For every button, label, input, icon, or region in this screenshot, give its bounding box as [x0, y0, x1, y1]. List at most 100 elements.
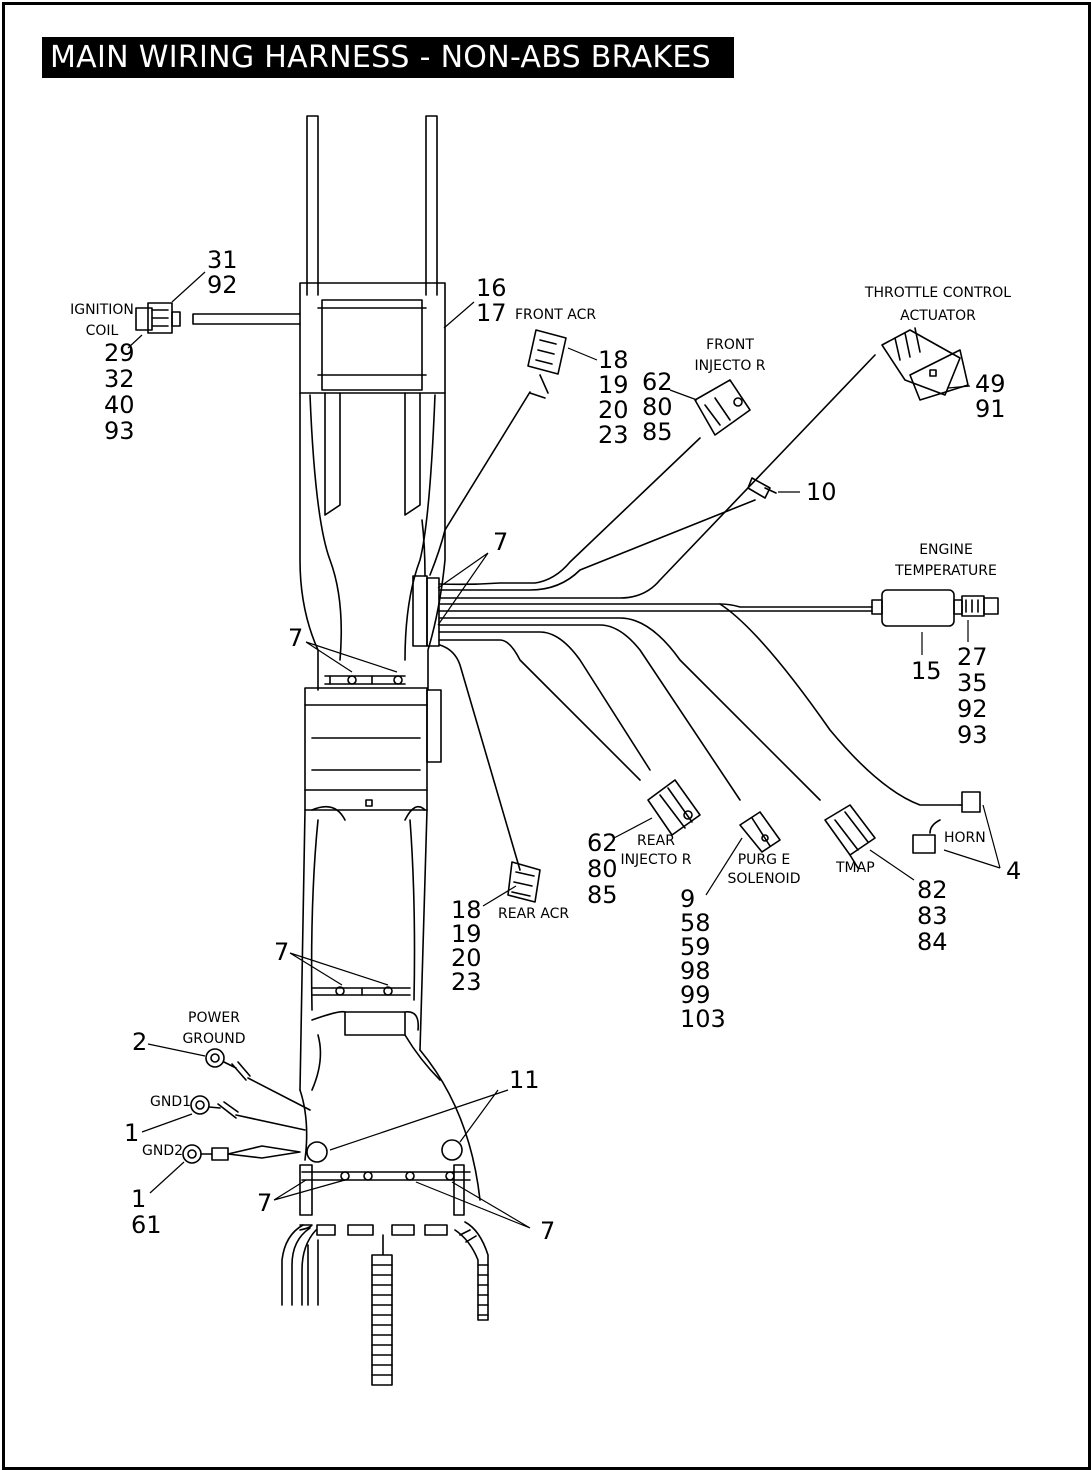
diagram-title: MAIN WIRING HARNESS - NON-ABS BRAKES [42, 37, 734, 78]
callout-number: 1 [131, 1185, 147, 1213]
callout-number: 19 [451, 920, 482, 948]
label-front-acr: FRONT ACR [515, 307, 597, 323]
callout-number: 59 [680, 933, 711, 961]
leader-lines [127, 271, 1001, 1229]
callout-number: 103 [680, 1005, 726, 1033]
callout-15: 15 [911, 659, 942, 684]
frame-rails [299, 115, 481, 1201]
callout-number: 7 [274, 938, 290, 966]
label-throttle-control-actuator: THROTTLE CONTROL ACTUATOR [864, 285, 1012, 324]
callout-number: 83 [917, 902, 948, 930]
callout-number: 7 [257, 1189, 273, 1217]
callout-number: 27 [957, 643, 988, 671]
label-ignition-coil: IGNITION COIL [70, 302, 134, 339]
callout-2: 2 [132, 1030, 147, 1055]
callout-7-top: 7 [493, 530, 508, 555]
callout-number: 99 [680, 981, 711, 1009]
callout-number: 2 [132, 1028, 148, 1056]
rear-injector-connector [647, 779, 701, 836]
callout-number: 23 [598, 421, 629, 449]
label-rear-injector: REAR INJECTO R [620, 833, 692, 868]
tmap-sensor [824, 804, 876, 869]
callout-10: 10 [806, 480, 837, 505]
callout-number: 29 [104, 339, 135, 367]
callout-number: 32 [104, 365, 135, 393]
callout-number: 61 [131, 1211, 162, 1239]
label-power-ground: POWER GROUND [182, 1010, 246, 1047]
callout-number: 58 [680, 909, 711, 937]
label-gnd1: GND1 [150, 1094, 192, 1110]
callout-number: 18 [598, 346, 629, 374]
callout-number: 18 [451, 896, 482, 924]
label-gnd2: GND2 [142, 1143, 184, 1159]
ground-terminals [182, 1048, 311, 1164]
callout-number: 7 [493, 528, 509, 556]
callout-number: 31 [207, 246, 238, 274]
callout-number: 4 [1006, 857, 1022, 885]
label-tmap: TMAP [836, 860, 875, 876]
callout-number: 49 [975, 370, 1006, 398]
callout-number: 85 [642, 418, 673, 446]
grommets-11 [306, 1139, 463, 1163]
callout-number: 92 [957, 695, 988, 723]
harness-clip-10 [747, 477, 777, 499]
label-purge-solenoid: PURG E SOLENOID [727, 852, 801, 887]
rear-acr-connector [507, 861, 541, 903]
callout-number: 20 [451, 944, 482, 972]
callout-number: 20 [598, 396, 629, 424]
callout-number: 91 [975, 395, 1006, 423]
callout-number: 15 [911, 657, 942, 685]
callout-number: 93 [957, 721, 988, 749]
callout-number: 80 [642, 393, 673, 421]
horn-connectors [912, 791, 981, 854]
front-acr-connector [527, 329, 567, 399]
front-injector-connector [694, 379, 751, 436]
callout-number: 9 [680, 885, 696, 913]
callout-number: 82 [917, 876, 948, 904]
throttle-control-actuator [881, 327, 969, 401]
callout-number: 35 [957, 669, 988, 697]
callout-number: 11 [509, 1066, 540, 1094]
callout-number: 85 [587, 881, 618, 909]
ignition-coil-connector [135, 302, 301, 334]
callout-7-mid: 7 [274, 940, 289, 965]
callout-number: 40 [104, 391, 135, 419]
callout-number: 17 [476, 299, 507, 327]
callout-number: 7 [540, 1217, 556, 1245]
callout-number: 16 [476, 274, 507, 302]
callout-7-left: 7 [288, 626, 303, 651]
callout-number: 92 [207, 271, 238, 299]
callout-number: 98 [680, 957, 711, 985]
callout-number: 84 [917, 928, 948, 956]
engine-temperature-sensor [871, 589, 999, 627]
callout-11: 11 [509, 1068, 540, 1093]
label-rear-acr: REAR ACR [498, 906, 570, 922]
callout-number: 80 [587, 855, 618, 883]
label-front-injector: FRONT INJECTO R [694, 337, 766, 374]
tie-straps [301, 675, 471, 1181]
callout-7-bottom-right: 7 [540, 1219, 555, 1244]
callout-number: 93 [104, 417, 135, 445]
callout-1: 1 [124, 1121, 139, 1146]
callout-number: 62 [587, 829, 618, 857]
callout-number: 10 [806, 478, 837, 506]
callout-number: 1 [124, 1119, 140, 1147]
harness-trunk [412, 354, 961, 871]
label-horn: HORN [944, 830, 986, 846]
label-engine-temperature: ENGINE TEMPERATURE [895, 542, 997, 579]
purge-solenoid-connector [739, 811, 781, 853]
